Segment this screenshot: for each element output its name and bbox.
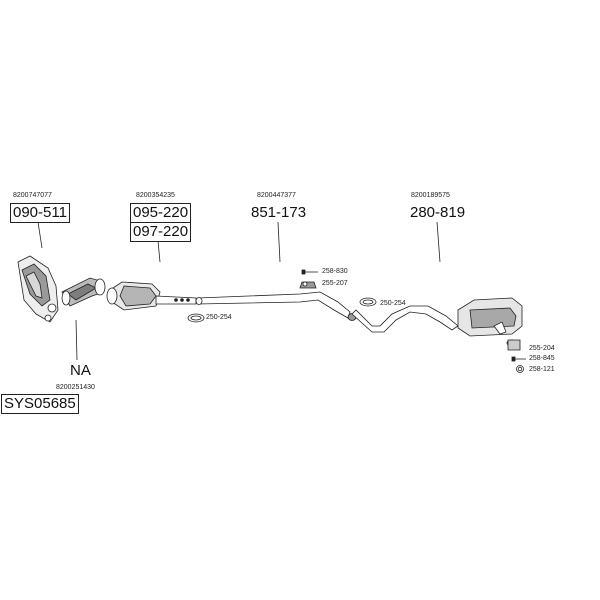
oem-cat: 8200354235 <box>136 192 175 199</box>
rear-pipe-part <box>351 305 459 333</box>
leader-front-pipe <box>37 221 43 249</box>
part-front-pipe[interactable]: 090-511 <box>10 203 70 223</box>
label-258-121: 258-121 <box>529 366 555 373</box>
part-middle[interactable]: 851-173 <box>251 204 307 221</box>
part-cat-b[interactable]: 097-220 <box>130 222 192 242</box>
oem-front-pipe: 8200747077 <box>13 192 52 199</box>
flex-pipe-part <box>61 277 106 307</box>
oem-rear: 8200189575 <box>411 192 450 199</box>
oem-na-part: 8200251430 <box>56 384 95 391</box>
system-number[interactable]: SYS05685 <box>1 394 79 414</box>
part-rear[interactable]: 280-819 <box>410 204 466 221</box>
oem-middle: 8200447377 <box>257 192 296 199</box>
middle-pipe-part <box>195 291 357 321</box>
bracket-255-204-icon <box>507 339 521 351</box>
label-250-254-left: 250-254 <box>206 314 232 321</box>
leader-cat <box>157 240 161 263</box>
rear-muffler-part <box>457 297 523 347</box>
label-258-845: 258-845 <box>529 355 555 362</box>
label-258-830: 258-830 <box>322 268 348 275</box>
leader-middle <box>277 221 281 263</box>
catalytic-converter-part <box>106 281 197 311</box>
label-255-207: 255-207 <box>322 280 348 287</box>
label-255-204: 255-204 <box>529 345 555 352</box>
leader-na <box>75 319 78 361</box>
leader-rear <box>436 221 441 263</box>
part-na: NA <box>70 362 91 379</box>
manifold-part <box>17 255 59 323</box>
bracket-255-207-icon <box>299 281 317 289</box>
label-250-254-right: 250-254 <box>380 300 406 307</box>
